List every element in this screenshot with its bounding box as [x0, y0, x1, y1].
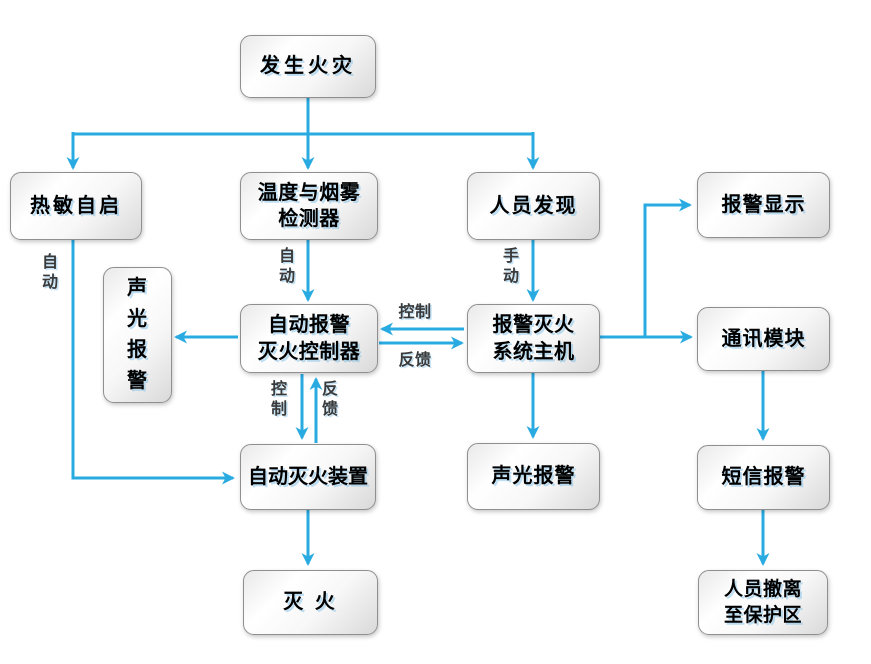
edge-label-control-vertical: 控 制	[271, 381, 288, 418]
node-sms-alarm: 短信报警	[697, 445, 830, 510]
node-extinguish: 灭 火	[243, 570, 378, 635]
node-auto-alarm-controller: 自动报警 灭火控制器	[240, 304, 378, 373]
node-person-discovery: 人员发现	[467, 172, 600, 240]
edge-label-feedback-horizontal: 反馈	[398, 352, 432, 369]
node-alarm-system-host: 报警灭火 系统主机	[467, 304, 600, 373]
node-thermal-self-start: 热敏自启	[10, 172, 142, 240]
edge-label-manual: 手 动	[503, 248, 520, 285]
node-alarm-display: 报警显示	[697, 172, 830, 238]
edge-label-auto-center: 自 动	[279, 248, 296, 285]
node-fire-occurs: 发生火灾	[240, 35, 376, 98]
node-comm-module: 通讯模块	[697, 307, 830, 371]
node-evacuate-to-protected-zone: 人员撤离 至保护区	[698, 570, 828, 635]
edge-thermal-to-device	[71, 240, 235, 485]
edge-label-feedback-vertical: 反 馈	[322, 381, 339, 418]
node-auto-extinguish-device: 自动灭火装置	[240, 444, 376, 510]
node-temp-smoke-detector: 温度与烟雾 检测器	[240, 172, 378, 240]
edge-label-control-horizontal: 控制	[398, 304, 432, 321]
node-sound-light-alarm-bottom: 声光报警	[467, 443, 600, 510]
node-sound-light-alarm-left: 声 光 报 警	[103, 267, 172, 403]
edge-label-auto-left: 自 动	[42, 254, 59, 291]
edge-host-to-display	[643, 198, 692, 337]
